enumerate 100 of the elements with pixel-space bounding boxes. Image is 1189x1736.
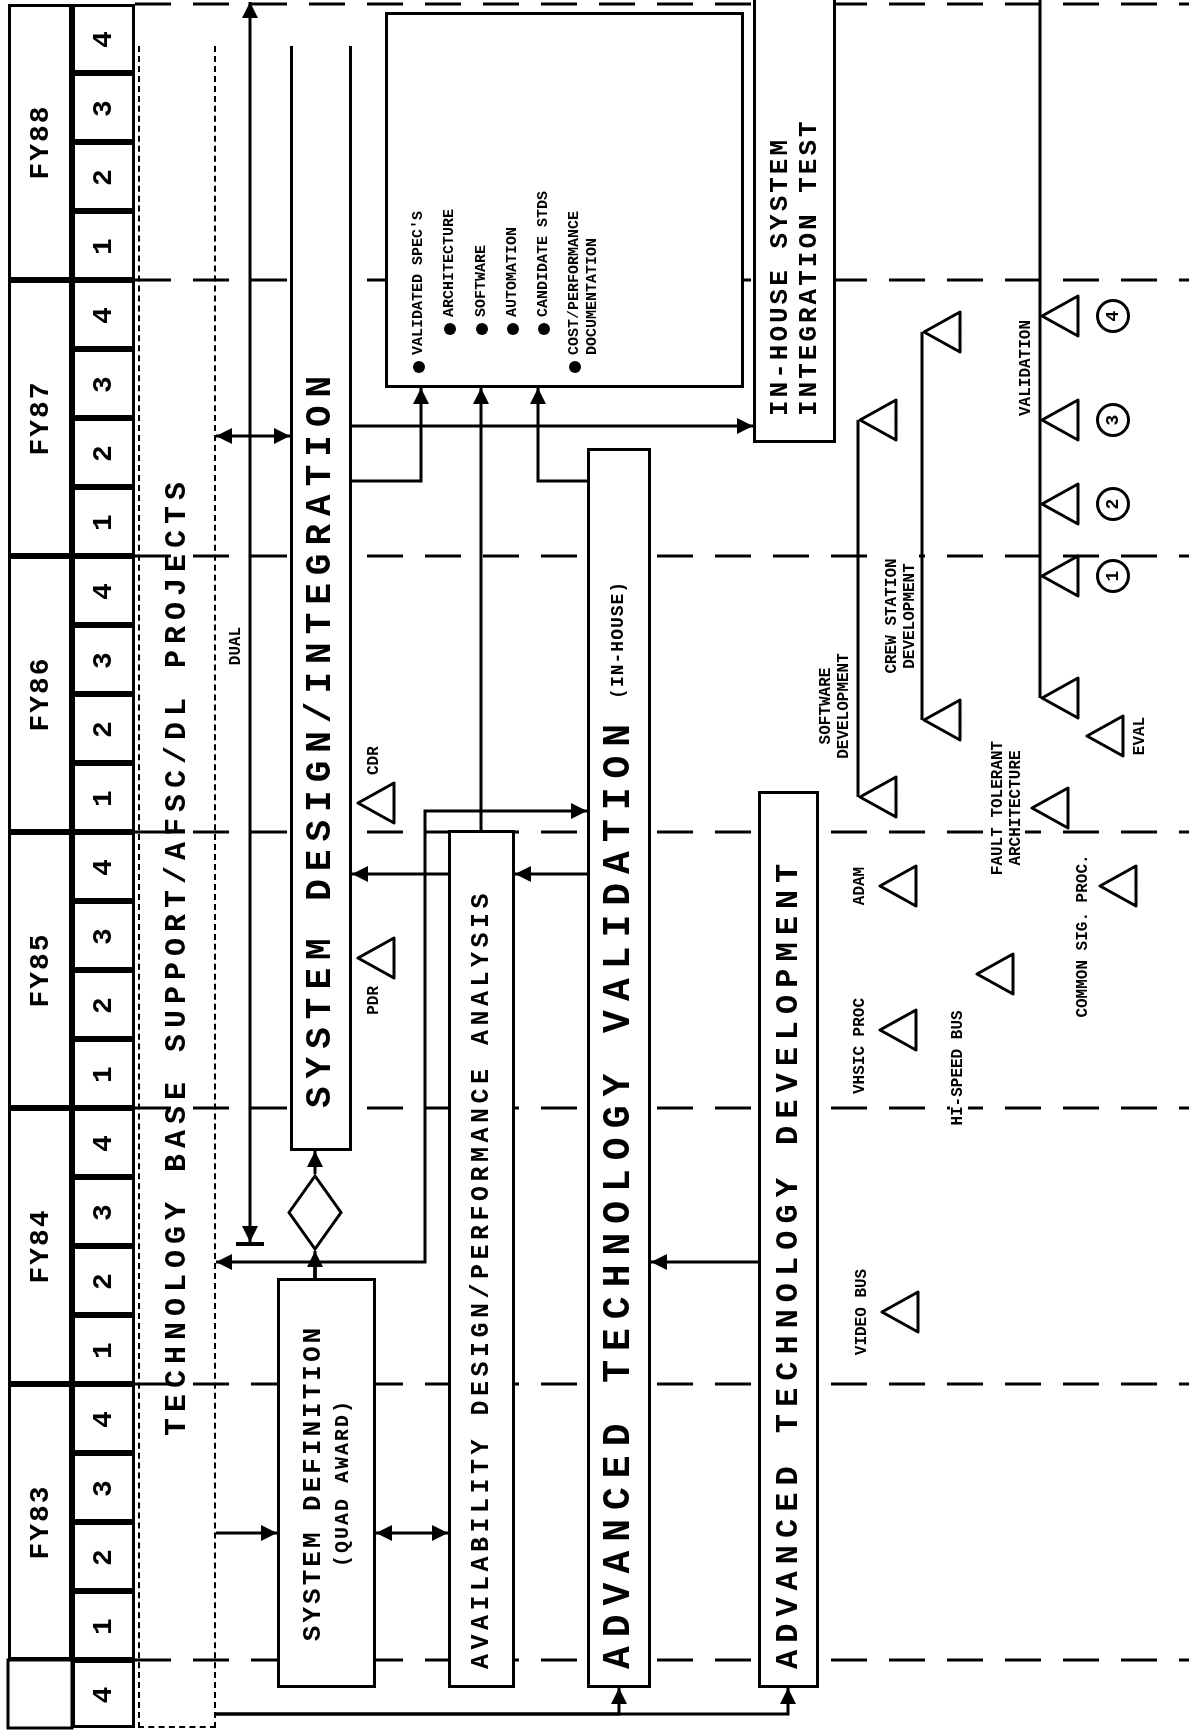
list-item: SOFTWARE (472, 245, 490, 317)
milestone-triangle (922, 698, 962, 742)
arrow (651, 1254, 758, 1270)
process-box (753, 0, 836, 443)
milestone-triangle (1040, 676, 1080, 720)
fiscal-year-cell: FY87 (8, 280, 72, 556)
box-title: ADVANCED TECHNOLOGY VALIDATION (598, 714, 640, 1669)
milestone-triangle (356, 936, 396, 980)
milestone-triangle (356, 781, 396, 825)
deliverables-box (385, 12, 744, 388)
milestone-triangle (1098, 864, 1138, 908)
fiscal-year-cell: FY86 (8, 556, 72, 832)
numbered-circle: 2 (1096, 487, 1130, 521)
milestone-triangle (1085, 714, 1125, 758)
quarter-cell: 1 (72, 763, 135, 832)
milestone-triangle (1040, 482, 1080, 526)
quarter-cell: 3 (72, 625, 135, 694)
arrow (313, 803, 587, 1278)
quarter-cell: 1 (72, 1315, 135, 1384)
quarter-cell: 4 (72, 1108, 135, 1177)
arrow (515, 866, 587, 882)
quarter-cell: 3 (72, 1177, 135, 1246)
connector-line (1038, 574, 1042, 700)
arrow (352, 388, 429, 483)
decision-diamond (287, 1174, 343, 1251)
arrow (216, 1525, 277, 1541)
connector-line (1038, 0, 1042, 316)
process-box (290, 46, 352, 1151)
quarter-cell: 1 (72, 1039, 135, 1108)
tick-mark (236, 1242, 264, 1246)
box-title: AVAILABILITY DESIGN/PERFORMANCE ANALYSIS (467, 888, 496, 1669)
box-subtitle: (IN-HOUSE) (609, 580, 629, 699)
connector-line (1038, 418, 1042, 506)
milestone-triangle (1040, 398, 1080, 442)
quarter-cell: 1 (72, 211, 135, 280)
quarter-cell: 2 (72, 1246, 135, 1315)
arrow (307, 1151, 323, 1174)
quarter-cell: 4 (72, 1384, 135, 1453)
process-box (587, 448, 651, 1688)
quarter-cell: 2 (72, 970, 135, 1039)
arrow (530, 388, 587, 483)
quarter-cell: 2 (72, 694, 135, 763)
dashed-band (138, 46, 216, 1728)
list-item: AUTOMATION (503, 227, 521, 317)
milestone-triangle (878, 1008, 918, 1052)
connector-line (856, 418, 860, 799)
process-box (277, 1278, 376, 1688)
numbered-circle: 3 (1096, 403, 1130, 437)
arrow (473, 388, 489, 830)
quarter-cell: 3 (72, 901, 135, 970)
box-title: IN-HOUSE SYSTEM INTEGRATION TEST (765, 117, 824, 416)
quarter-cell: 4 (72, 1660, 135, 1728)
milestone-triangle (1040, 554, 1080, 598)
fiscal-year-cell: FY83 (8, 1384, 72, 1660)
list-item: ARCHITECTURE (441, 208, 459, 317)
connector-line (1038, 314, 1042, 422)
list-item: CANDIDATE STDS (535, 190, 553, 317)
process-box (448, 830, 515, 1688)
milestone-triangle (858, 398, 898, 442)
milestone-triangle (858, 775, 898, 819)
process-box (758, 791, 819, 1688)
milestone-triangle (1030, 786, 1070, 830)
milestone-triangle (1040, 294, 1080, 338)
box-title: ADVANCED TECHNOLOGY DEVELOPMENT (770, 856, 807, 1669)
numbered-circle: 4 (1096, 299, 1130, 333)
milestone-label: HI-SPEED BUS (950, 1010, 968, 1126)
box-title: SYSTEM DEFINITION (299, 1324, 328, 1642)
milestone-triangle (880, 1290, 920, 1334)
box-title: SYSTEM DESIGN/INTEGRATION (301, 367, 341, 1108)
quarter-cell: 2 (72, 1522, 135, 1591)
milestone-triangle (922, 310, 962, 354)
quarter-cell: 4 (72, 832, 135, 901)
quarter-cell: 2 (72, 142, 135, 211)
quarter-cell: 4 (72, 4, 135, 73)
quarter-cell: 3 (72, 73, 135, 142)
milestone-triangle (975, 952, 1015, 996)
connector-line (1038, 502, 1042, 578)
quarter-cell: 1 (72, 1591, 135, 1660)
arrow (216, 428, 290, 444)
list-item: COST/PERFORMANCE DOCUMENTATION (566, 209, 601, 355)
numbered-circle: 1 (1096, 559, 1130, 593)
quarter-cell: 3 (72, 1453, 135, 1522)
arrow (352, 866, 448, 882)
fiscal-year-cell: FY88 (8, 4, 72, 280)
milestone-triangle (878, 864, 918, 908)
connector-line (920, 330, 924, 722)
fiscal-year-cell: FY85 (8, 832, 72, 1108)
arrow (216, 1688, 796, 1716)
quarter-cell: 1 (72, 487, 135, 556)
quarter-cell: 4 (72, 556, 135, 625)
list-item: VALIDATED SPEC'S (410, 210, 428, 355)
band-title: TECHNOLOGY BASE SUPPORT/AFSC/DL PROJECTS (160, 475, 194, 1436)
quarter-cell: 2 (72, 418, 135, 487)
box-subtitle: (QUAD AWARD) (331, 1399, 354, 1567)
quarter-cell: 3 (72, 349, 135, 418)
arrow (242, 2, 258, 1242)
fiscal-year-cell: FY84 (8, 1108, 72, 1384)
quarter-cell: 4 (72, 280, 135, 349)
arrow (352, 418, 753, 434)
arrow (376, 1525, 448, 1541)
